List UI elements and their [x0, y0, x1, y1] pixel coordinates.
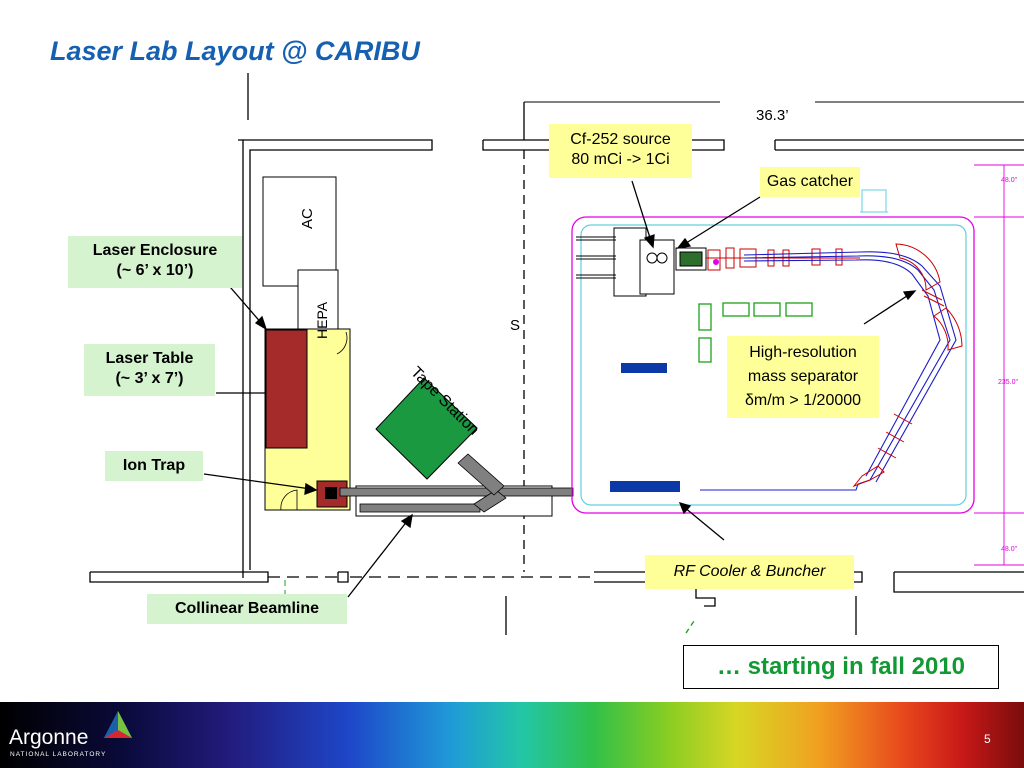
status-banner: … starting in fall 2010 [683, 645, 999, 689]
ion-trap-core [325, 487, 337, 499]
green-detectors [698, 302, 813, 363]
slide-title: Laser Lab Layout @ CARIBU [50, 36, 420, 66]
cf252-source-label: Cf-252 source 80 mCi -> 1Ci [549, 124, 692, 178]
beamline-bend [473, 489, 507, 513]
mass-separator-label: High-resolution mass separator δm/m > 1/… [727, 336, 879, 418]
rf-cooler-label: RF Cooler & Buncher [645, 555, 854, 589]
cf252-line1: Cf-252 source [570, 131, 671, 148]
green-mark-2 [685, 617, 697, 634]
footer-bar [0, 702, 1024, 768]
tape-station [375, 377, 478, 480]
cf252-line2: 80 mCi -> 1Ci [571, 151, 670, 168]
dimension-label: 36.3’ [756, 107, 789, 124]
right-dimensions [974, 164, 1024, 566]
laser-table-line2: (~ 3’ x 7’) [115, 370, 184, 387]
page-number: 5 [984, 732, 991, 746]
laser-table [265, 329, 308, 449]
argonne-logo-subtitle: NATIONAL LABORATORY [10, 751, 107, 758]
rf-cooler-bar [610, 481, 680, 492]
mass-separator-line1: High-resolution [749, 344, 857, 361]
collinear-beamline-label: Collinear Beamline [147, 594, 347, 624]
laser-enclosure-line2: (~ 6’ x 10’) [116, 262, 194, 279]
s-mark: S [510, 317, 520, 334]
magenta-point [713, 259, 719, 265]
collinear-beamline [359, 503, 481, 513]
hepa-door-swing [336, 331, 348, 355]
dimension-right-bottom: 48.0" [1001, 546, 1018, 553]
cyan-tab [861, 189, 887, 213]
collinear-beam-pipe [339, 487, 574, 497]
laser-enclosure-line1: Laser Enclosure [92, 242, 218, 259]
gas-catcher-label: Gas catcher [760, 167, 860, 197]
callout-arrows [203, 180, 917, 598]
dimension-right-top: 48.0" [1001, 177, 1018, 184]
ac-label: AC [299, 208, 316, 229]
separator-magnets [852, 243, 963, 488]
ion-trap-label: Ion Trap [105, 451, 203, 481]
hepa-label: HEPA [314, 301, 330, 339]
caribu-inner-outline [580, 224, 967, 506]
cf252-source-assembly [576, 227, 707, 297]
blue-bar-upper [621, 363, 667, 373]
caribu-outer-outline [571, 216, 975, 514]
door-swing [280, 489, 298, 511]
mass-separator-line3: δm/m > 1/20000 [744, 392, 862, 409]
laser-table-line1: Laser Table [105, 350, 194, 367]
laser-table-label: Laser Table (~ 3’ x 7’) [84, 344, 215, 396]
dimension-right-mid: 235.0" [998, 379, 1019, 386]
mass-separator-line2: mass separator [747, 368, 859, 385]
tape-station-arm [457, 453, 505, 496]
argonne-logo-icon [104, 711, 132, 738]
laser-enclosure-label: Laser Enclosure (~ 6’ x 10’) [68, 236, 242, 288]
gas-catcher-optics [706, 247, 860, 271]
argonne-logo-text: Argonne [9, 726, 89, 749]
